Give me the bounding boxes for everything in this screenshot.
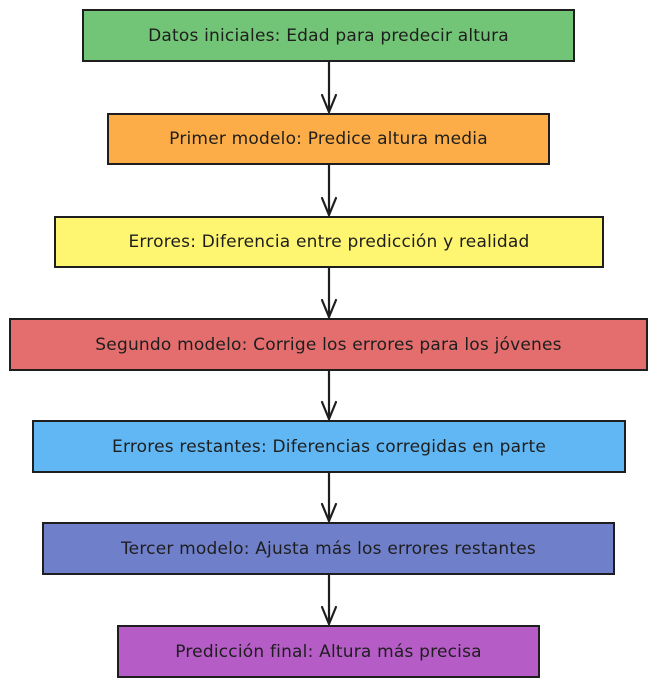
node-tercer-modelo: Tercer modelo: Ajusta más los errores re… — [42, 522, 615, 575]
node-segundo-modelo: Segundo modelo: Corrige los errores para… — [9, 318, 648, 371]
node-primer-modelo: Primer modelo: Predice altura media — [107, 113, 550, 165]
arrow-restantes-to-tercer — [320, 471, 338, 523]
arrow-head — [320, 400, 338, 421]
arrow-primer-to-errores — [320, 163, 338, 217]
node-label: Segundo modelo: Corrige los errores para… — [95, 334, 562, 355]
arrow-head — [320, 502, 338, 523]
node-label: Datos iniciales: Edad para predecir altu… — [148, 25, 509, 46]
node-errores: Errores: Diferencia entre predicción y r… — [54, 216, 604, 268]
arrow-head — [320, 196, 338, 217]
node-label: Errores restantes: Diferencias corregida… — [112, 436, 546, 457]
arrow-head — [320, 298, 338, 319]
node-label: Predicción final: Altura más precisa — [175, 641, 482, 662]
arrow-errores-to-segundo — [320, 266, 338, 319]
node-prediccion-final: Predicción final: Altura más precisa — [117, 625, 540, 678]
node-datos-iniciales: Datos iniciales: Edad para predecir altu… — [82, 9, 575, 62]
node-label: Primer modelo: Predice altura media — [169, 129, 488, 149]
arrow-head — [320, 605, 338, 626]
arrow-tercer-to-final — [320, 573, 338, 626]
arrow-datos-to-primer — [320, 60, 338, 114]
node-label: Tercer modelo: Ajusta más los errores re… — [120, 538, 536, 559]
node-errores-restantes: Errores restantes: Diferencias corregida… — [32, 420, 626, 473]
arrow-head — [320, 93, 338, 114]
node-label: Errores: Diferencia entre predicción y r… — [128, 232, 530, 252]
arrow-segundo-to-restantes — [320, 369, 338, 421]
